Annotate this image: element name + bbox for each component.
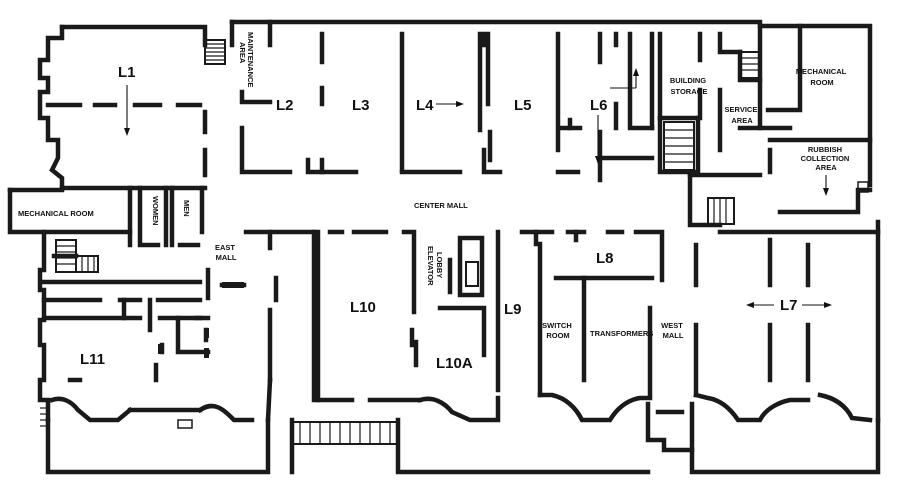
label-maintenance-area: MAINTENANCE AREA [238, 32, 255, 90]
l1-interior [45, 102, 208, 178]
bottom-bays [49, 377, 873, 453]
label-l10: L10 [350, 299, 376, 316]
label-service-area: SERVICE AREA [725, 105, 760, 125]
label-l4: L4 [416, 97, 434, 114]
arrow-l1-down [124, 85, 130, 136]
outer-walls [7, 19, 881, 475]
stair-bottom-left [40, 407, 48, 427]
label-rubbish-collection-area: RUBBISH COLLECTION AREA [801, 145, 852, 172]
space-labels: L1 L2 L3 L4 L5 L6 L7 L8 L9 L10 L10A L11 [80, 64, 798, 372]
label-men: MEN [182, 200, 191, 217]
stair-bottom-center [291, 421, 399, 445]
label-l5: L5 [514, 97, 532, 114]
label-l3: L3 [352, 97, 370, 114]
arrow-l4-right [436, 101, 464, 107]
label-women: WOMEN [151, 196, 160, 226]
label-elevator-lobby: ELEVATOR LOBBY [426, 246, 444, 288]
restroom-walls [51, 185, 205, 259]
label-mechanical-room-right: MECHANICAL ROOM [796, 67, 848, 87]
stair-building-storage [663, 121, 695, 171]
room-labels: MAINTENANCE AREA BUILDING STORAGE SERVIC… [18, 32, 852, 340]
label-building-storage: BUILDING STORAGE [670, 76, 708, 96]
arrow-l6-up [610, 68, 639, 89]
label-l1: L1 [118, 64, 136, 81]
top-row-walls [239, 19, 663, 183]
stair-top-left [204, 39, 226, 65]
label-l10a: L10A [436, 355, 473, 372]
label-l7: L7 [780, 297, 798, 314]
label-l11: L11 [80, 351, 105, 368]
arrow-rubbish-down [823, 175, 829, 196]
arrow-l6-down [595, 115, 601, 164]
arrow-l7-left [746, 302, 774, 308]
stair-left [55, 239, 99, 273]
label-mechanical-room-left: MECHANICAL ROOM [18, 209, 94, 218]
label-l9: L9 [504, 301, 522, 318]
label-west-mall: WEST MALL [661, 321, 685, 340]
stair-mechanical-right [739, 51, 761, 79]
label-l6: L6 [590, 97, 608, 114]
label-l2: L2 [276, 97, 294, 114]
stair-l7 [707, 197, 735, 225]
label-transformers: TRANSFORMERS [590, 329, 653, 338]
lower-walls [205, 229, 811, 403]
label-east-mall: EAST MALL [215, 243, 237, 262]
direction-arrows [124, 68, 832, 308]
stairs [40, 39, 761, 445]
arrow-l7-right [802, 302, 832, 308]
label-center-mall: CENTER MALL [414, 201, 468, 210]
l11-interior [41, 279, 211, 383]
label-l8: L8 [596, 250, 614, 267]
label-switch-room: SWITCH ROOM [542, 321, 574, 340]
fixtures [158, 181, 869, 429]
